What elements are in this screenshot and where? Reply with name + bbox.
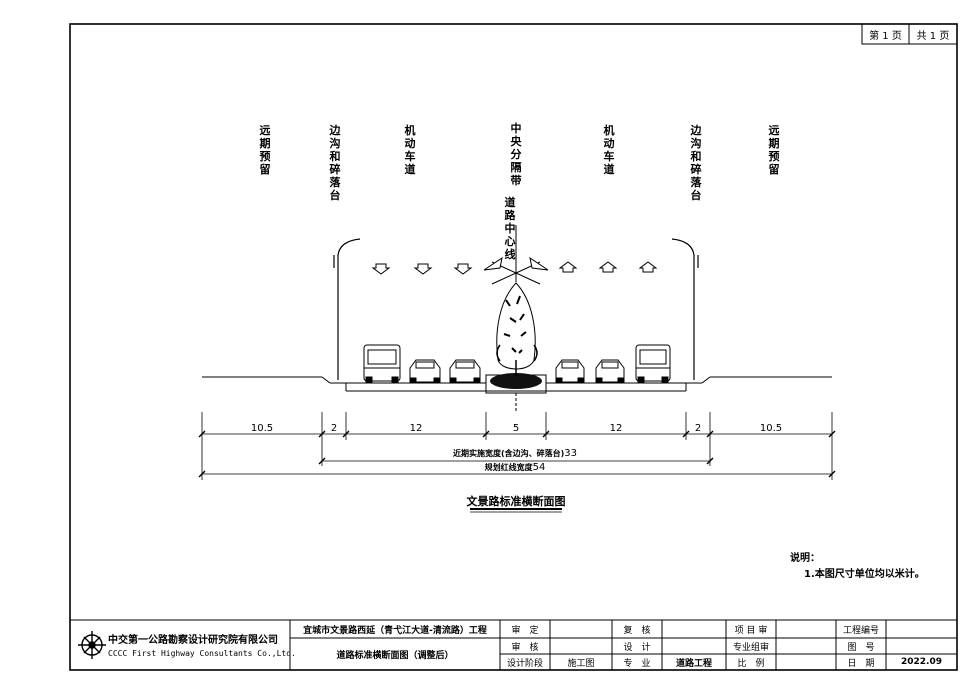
- dim-planned-label: 规划红线宽度: [484, 463, 533, 472]
- street-lamp-left-icon: [333, 238, 361, 380]
- tb-review: 审 核: [511, 642, 539, 653]
- company-logo-icon: [78, 631, 106, 659]
- label-far-left: 远期预留: [259, 124, 271, 176]
- bus-right-icon: [635, 344, 671, 384]
- project-name: 宜城市文景路西延（青弋江大道-清流路）工程: [303, 625, 487, 636]
- tb-scale: 比 例: [737, 658, 765, 669]
- tb-design: 设 计: [623, 642, 651, 653]
- tb-discipline: 专 业: [623, 658, 651, 669]
- tb-drawing-no: 图 号: [847, 642, 875, 653]
- label-lane-left: 机动车道: [404, 124, 416, 176]
- company-name-cn: 中交第一公路勘察设计研究院有限公司: [108, 634, 278, 646]
- page-current: 第 1 页: [869, 30, 902, 42]
- median-planter: [490, 373, 542, 389]
- car-icon: [595, 359, 625, 384]
- car-icon: [555, 359, 585, 384]
- page-total: 共 1 页: [916, 30, 950, 42]
- notes-heading: 说明：: [790, 553, 820, 564]
- tb-project-review: 项 目 审: [734, 625, 768, 636]
- label-centerline: 道路中心线: [504, 196, 516, 261]
- tb-discipline-value: 道路工程: [675, 658, 712, 669]
- dim-planned-value: 54: [532, 462, 546, 473]
- dim-segment: 2: [330, 423, 338, 434]
- bus-left-icon: [363, 344, 401, 384]
- tb-project-no: 工程编号: [842, 625, 879, 636]
- dim-near-term-value: 33: [564, 448, 578, 459]
- dim-segment: 12: [609, 423, 623, 434]
- title-block-grid: [70, 619, 957, 670]
- direction-arrows: [371, 261, 658, 275]
- label-median: 中央分隔带: [510, 122, 522, 187]
- dim-segment: 10.5: [250, 423, 274, 434]
- label-far-right: 远期预留: [768, 124, 780, 176]
- tb-date: 日 期: [847, 658, 875, 669]
- tb-stage-value: 施工图: [567, 658, 595, 669]
- dim-segment: 5: [512, 423, 520, 434]
- label-ditch-right: 边沟和碎落台: [690, 124, 702, 202]
- dim-segment: 12: [409, 423, 423, 434]
- tb-stage: 设计阶段: [506, 658, 543, 669]
- dim-near-term-label: 近期实施宽度(含边沟、碎落台): [452, 449, 565, 458]
- car-icon: [449, 359, 481, 384]
- label-lane-right: 机动车道: [603, 124, 615, 176]
- dim-segment: 2: [694, 423, 702, 434]
- centerline-marker: [483, 225, 549, 285]
- dim-planned: 规划红线宽度54: [420, 462, 610, 473]
- tb-date-value: 2022.09: [901, 657, 942, 667]
- label-ditch-left: 边沟和碎落台: [329, 124, 341, 202]
- car-icon: [409, 359, 441, 384]
- dim-segment: 10.5: [759, 423, 783, 434]
- tb-approve: 审 定: [511, 625, 539, 636]
- road-profile: [202, 374, 832, 412]
- notes-item: 1.本图尺寸单位均以米计。: [804, 569, 925, 580]
- median-tree-icon: [496, 282, 538, 376]
- tb-group-review: 专业组审: [732, 642, 769, 653]
- sheet-frame: [69, 23, 958, 671]
- street-lamp-right-icon: [671, 238, 699, 380]
- company-name-en: CCCC First Highway Consultants Co.,Ltd.: [108, 648, 296, 658]
- drawing-title: 文景路标准横断面图: [466, 495, 566, 508]
- dim-near-term: 近期实施宽度(含边沟、碎落台)33: [400, 448, 630, 459]
- drawing-name: 道路标准横断面图（调整后）: [336, 650, 454, 661]
- tb-recheck: 复 核: [623, 625, 651, 636]
- dimension-lines: [198, 412, 836, 480]
